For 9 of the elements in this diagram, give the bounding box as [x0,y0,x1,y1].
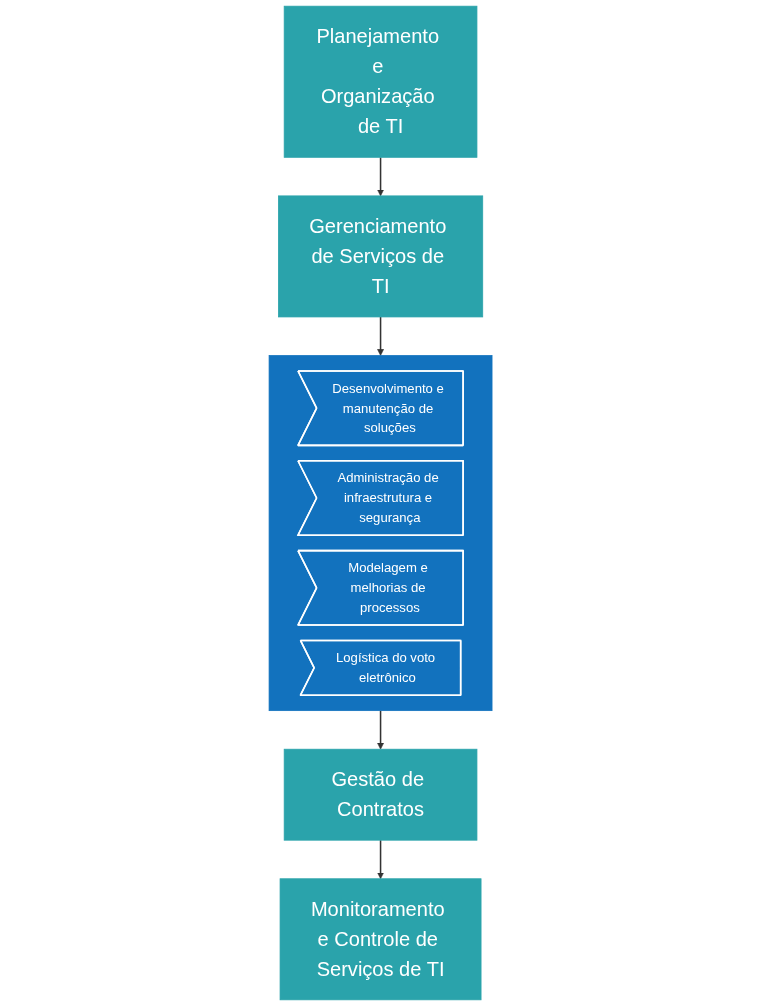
cluster [268,355,493,712]
node-box: Planejamento e Organização de TI [283,5,478,158]
arrow [377,156,384,197]
node-box: Monitoramento e Controle de Serviços de TI [279,878,482,1001]
node-box: Gestão de Contratos [283,748,478,841]
arrow [377,316,384,356]
arrow [377,709,384,750]
arrow [377,839,384,880]
node-box: Gerenciamento de Serviços de TI [277,195,484,318]
